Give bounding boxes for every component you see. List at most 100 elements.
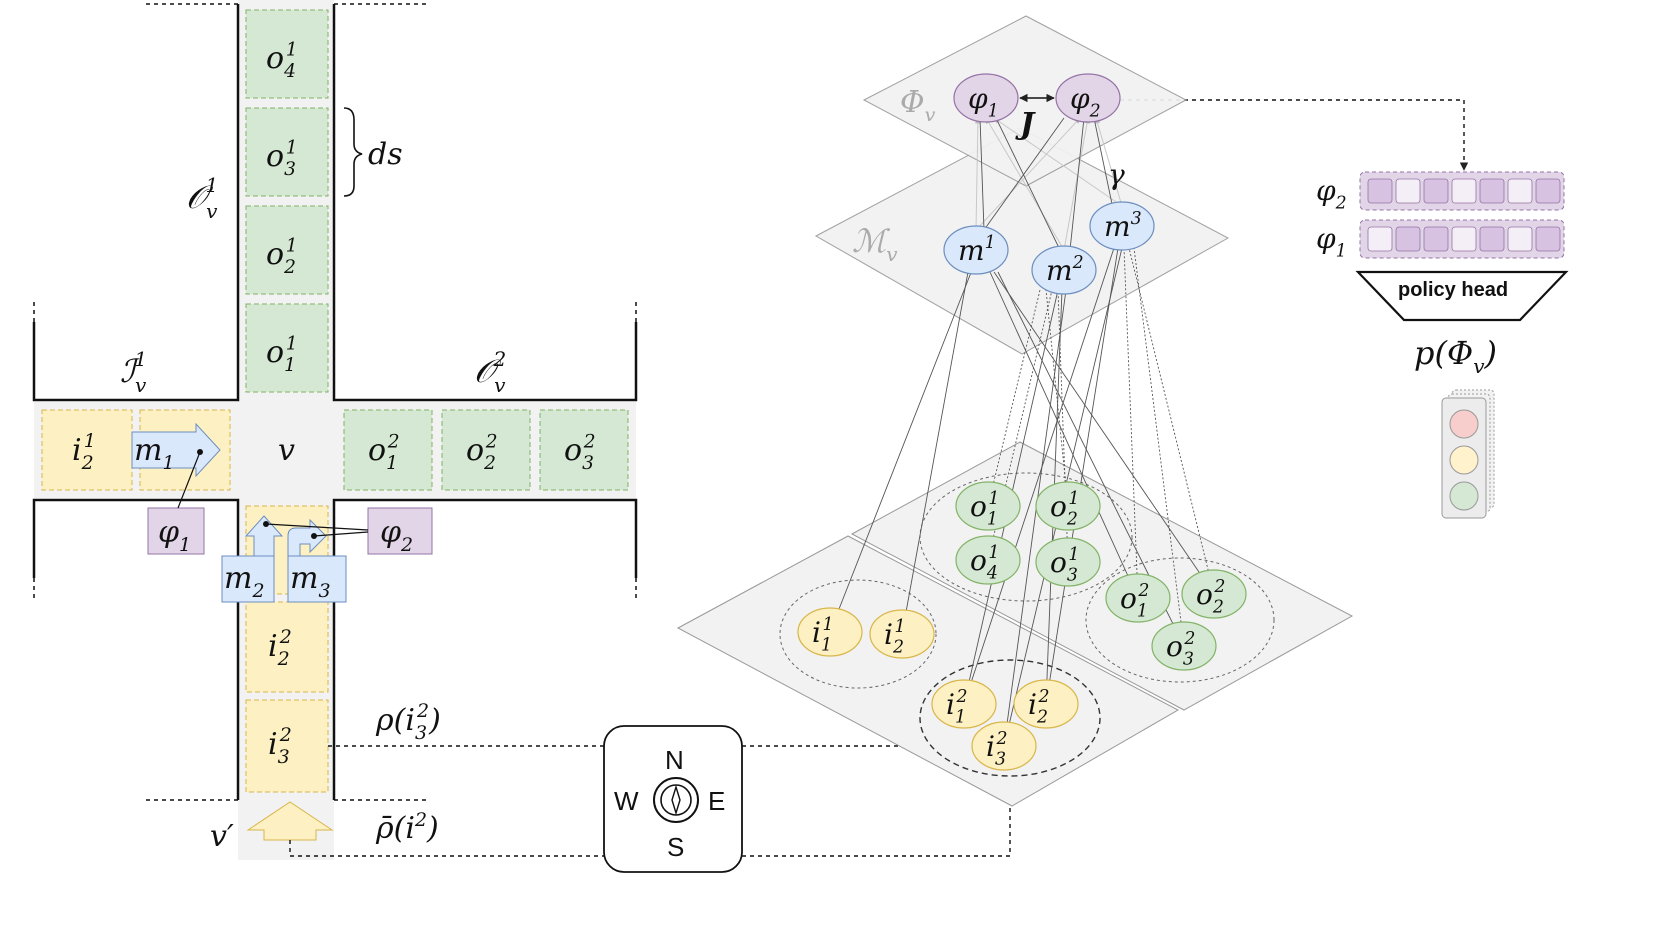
lane-node-outgoing-east-2-label: o32 <box>1166 629 1195 669</box>
lane-node-incoming-south-2 <box>971 721 1037 771</box>
road-continuations <box>33 3 637 801</box>
phase-1-dot <box>197 449 203 455</box>
feature-cell-1-0 <box>1367 226 1393 252</box>
cell-label-i22: i22 <box>268 626 292 670</box>
phase-node-1-label: φ2 <box>1070 82 1101 121</box>
cell-label-east-2: o32 <box>564 431 596 474</box>
group-incoming-south <box>919 659 1101 777</box>
phase-2-dot-b <box>311 533 317 539</box>
outgoing-set-north-label: 𝒪v1 <box>186 173 218 223</box>
lane-cell-north-2 <box>245 205 329 295</box>
edge-movement-phase-2 <box>993 117 1123 207</box>
cell-label-north-0: o41 <box>266 39 298 82</box>
edge-movement-phase-5 <box>1094 117 1123 207</box>
outgoing-set-east-label: 𝒪v2 <box>474 347 506 397</box>
feature-cell-1-4 <box>1479 226 1505 252</box>
feature-cell-1-6 <box>1535 226 1561 252</box>
compass-east: E <box>708 786 725 816</box>
edge-east-m1-0 <box>989 271 1139 599</box>
lane-node-outgoing-north-0 <box>955 481 1021 531</box>
feature-cell-0-5 <box>1507 178 1533 204</box>
movement-m2-label: m2 <box>224 561 265 602</box>
compass: N S E W <box>603 725 743 873</box>
phase-1-label: φ1 <box>158 515 191 556</box>
cell-label-i21: i21 <box>72 430 96 474</box>
phase-node-0 <box>953 73 1019 123</box>
graph-edges <box>829 117 1215 747</box>
feature-cell-0-3 <box>1451 178 1477 204</box>
edge-i11-m1 <box>829 269 973 633</box>
lane-node-outgoing-east-1 <box>1181 569 1247 619</box>
traffic-light-bulbs <box>1449 409 1479 511</box>
edge-movement-phase-0 <box>974 117 981 231</box>
lane-node-outgoing-east-1-label: o22 <box>1196 577 1225 617</box>
movement-m3-label: m3 <box>290 561 331 602</box>
edge-south-m3-1 <box>1045 247 1119 705</box>
phase-edge-label-j: J <box>1015 107 1036 142</box>
lane-node-incoming-west-1 <box>869 609 935 659</box>
lane-node-outgoing-north-2 <box>955 535 1021 585</box>
rhobar-connector-right <box>742 783 1015 857</box>
feature-cell-0-4 <box>1479 178 1505 204</box>
movement-plane <box>814 127 1230 355</box>
policy-output-label: p(Φv) <box>1414 334 1497 378</box>
lane-node-incoming-south-1 <box>1013 679 1079 729</box>
compass-needle-icon <box>671 784 681 816</box>
edge-m1-phi1 <box>979 117 985 231</box>
compass-west: W <box>614 786 639 816</box>
cell-label-north-3: o11 <box>266 333 298 376</box>
incoming-set-west-label: ℐv1 <box>120 347 147 397</box>
policy-head-label: policy head <box>1398 279 1508 301</box>
rho-label: ρ(i32) <box>375 700 441 744</box>
movement-node-0-label: m1 <box>958 233 996 267</box>
edge-east-m1-1 <box>993 271 1215 595</box>
phase-layer-label: Φv <box>900 85 936 126</box>
lane-node-outgoing-north-1 <box>1035 481 1101 531</box>
lane-cell-i21-west <box>41 409 133 491</box>
feature-cell-1-3 <box>1451 226 1477 252</box>
phase-2-link-a <box>265 523 369 531</box>
edge-east-m3-2 <box>1133 247 1185 647</box>
phase-nodes: φ1 φ2 <box>953 73 1121 123</box>
cell-label-east-0: o12 <box>368 431 400 474</box>
lane-node-outgoing-north-3 <box>1035 537 1101 587</box>
traffic-light-bulb-1 <box>1449 445 1479 475</box>
lane-node-incoming-west-0-label: i11 <box>812 615 834 655</box>
lane-cell-east-0 <box>343 409 433 491</box>
movement-m2-box <box>221 555 275 603</box>
edge-movement-phase-3 <box>975 117 1081 231</box>
phase-2-link-b <box>313 531 369 537</box>
feature-cell-1-2 <box>1423 226 1449 252</box>
lane-node-incoming-south-2-label: i32 <box>986 729 1008 769</box>
lane-node-incoming-south-0-label: i12 <box>946 687 968 727</box>
phase-node-0-label: φ1 <box>968 82 999 121</box>
lane-node-outgoing-east-2 <box>1151 621 1217 671</box>
edge-m3-phi2 <box>1093 117 1113 205</box>
phase-feature-label-0: φ2 <box>1316 174 1347 213</box>
feature-cell-0-2 <box>1423 178 1449 204</box>
lane-cell-i23 <box>245 699 329 793</box>
lane-node-outgoing-north-1-label: o21 <box>1050 489 1079 529</box>
phase-feature-label-1: φ1 <box>1316 222 1347 261</box>
lane-cell-north-1 <box>245 107 329 197</box>
ds-label: ds <box>368 137 403 172</box>
lane-cell-i22 <box>245 601 329 693</box>
lane-cell-east-2 <box>539 409 629 491</box>
policy-head-shape <box>1355 270 1569 322</box>
cell-label-i23: i32 <box>268 724 292 768</box>
lane-node-incoming-west-1-label: i21 <box>884 617 906 657</box>
edge-east-m3-1 <box>1128 247 1215 595</box>
edge-south-m3-0 <box>963 247 1115 705</box>
movement-m1-label: m1 <box>134 433 175 474</box>
group-outgoing-east <box>1085 557 1275 683</box>
lane-cell-east-1 <box>441 409 531 491</box>
edge-i21-m1 <box>901 271 969 635</box>
lane-node-outgoing-east-0-label: o12 <box>1120 581 1149 621</box>
lane-node-outgoing-east-0 <box>1105 573 1171 623</box>
lane-plane-front <box>676 535 1180 807</box>
phase-2-box <box>367 507 433 555</box>
